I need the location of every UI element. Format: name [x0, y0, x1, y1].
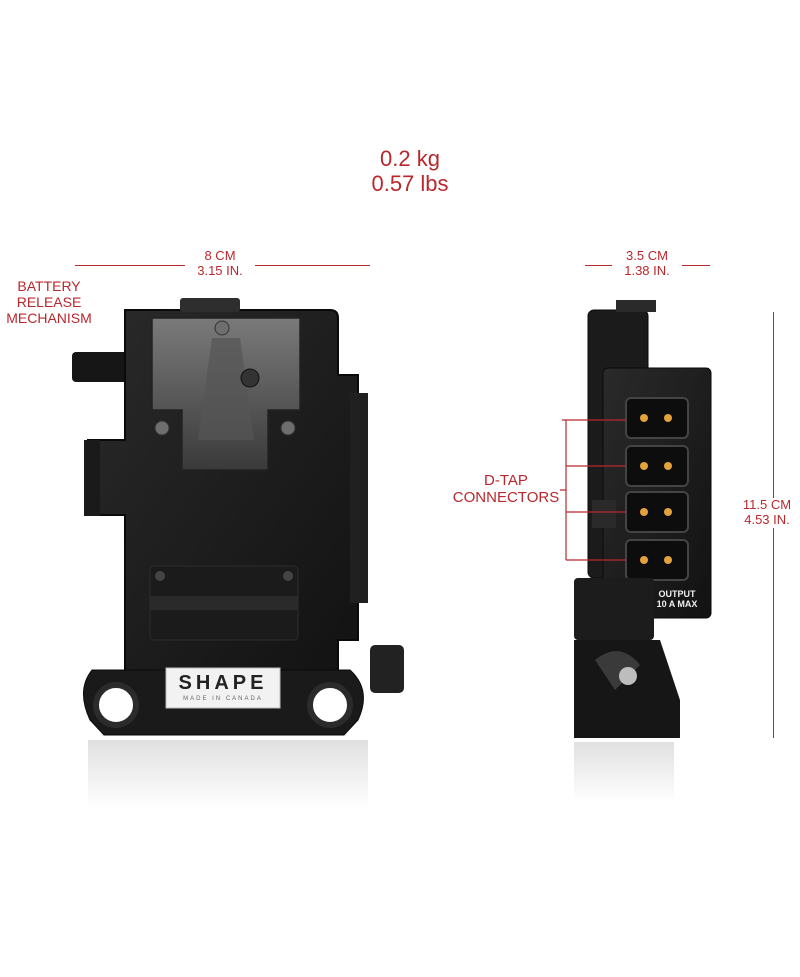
width-dimension: 8 CM 3.15 IN.	[185, 248, 255, 279]
dtap-line-2: CONNECTORS	[452, 489, 560, 507]
battery-release-lever	[72, 352, 134, 382]
dtap-port	[625, 491, 689, 533]
side-rail-left	[84, 440, 100, 516]
top-knob	[180, 298, 240, 312]
dtap-bracket	[560, 419, 626, 561]
screw-icon	[283, 571, 293, 581]
front-view	[72, 298, 404, 810]
lever-knob-icon	[619, 667, 637, 685]
rod-hole-left	[93, 682, 139, 728]
latch-icon	[240, 368, 260, 388]
side-view	[560, 300, 712, 802]
rod-hole-right	[307, 682, 353, 728]
output-line-1: OUTPUT	[658, 589, 696, 599]
v-mount-wedge	[198, 338, 254, 440]
width-in: 3.15 IN.	[197, 262, 243, 278]
clamp-bar	[150, 596, 298, 610]
dtap-callout: D-TAP CONNECTORS	[450, 472, 562, 507]
logo-plate	[165, 667, 281, 709]
depth-in: 1.38 IN.	[624, 262, 670, 278]
callout-line-2: RELEASE	[16, 294, 82, 311]
depth-cm: 3.5 CM	[626, 248, 668, 263]
screw-icon	[280, 420, 296, 436]
output-line-2: 10 A MAX	[656, 599, 698, 610]
side-top-knob	[616, 300, 656, 312]
reflection	[88, 740, 368, 810]
weight-label: 0.2 kg 0.57 lbs	[300, 146, 520, 197]
made-in-label: MADE IN CANADA	[183, 696, 263, 702]
battery-release-callout: BATTERY RELEASE MECHANISM	[0, 278, 98, 326]
side-lever-icon	[595, 651, 640, 690]
side-reflection	[574, 742, 674, 802]
brand-logo: SHAPE	[178, 672, 268, 694]
rod-clamp-lever	[370, 645, 404, 693]
dtap-port	[625, 445, 689, 487]
height-cm: 11.5 CM	[742, 497, 792, 512]
screw-icon	[154, 420, 170, 436]
height-dimension: 11.5 CM 4.53 IN.	[734, 497, 800, 528]
side-clamp	[574, 578, 654, 640]
side-rail-right	[350, 393, 368, 603]
height-in: 4.53 IN.	[744, 511, 790, 527]
weight-kg: 0.2 kg	[380, 146, 440, 171]
dtap-port	[625, 397, 689, 439]
output-label: OUTPUT 10 A MAX	[646, 589, 708, 610]
dtap-port	[625, 539, 689, 581]
screw-icon	[214, 320, 230, 336]
width-cm: 8 CM	[204, 248, 236, 263]
depth-dimension: 3.5 CM 1.38 IN.	[612, 248, 682, 279]
side-latch	[592, 500, 616, 528]
weight-lbs: 0.57 lbs	[371, 171, 449, 197]
callout-line-1: BATTERY	[17, 278, 81, 294]
screw-icon	[155, 571, 165, 581]
callout-line-3: MECHANISM	[6, 310, 92, 327]
dtap-line-1: D-TAP	[484, 472, 528, 489]
